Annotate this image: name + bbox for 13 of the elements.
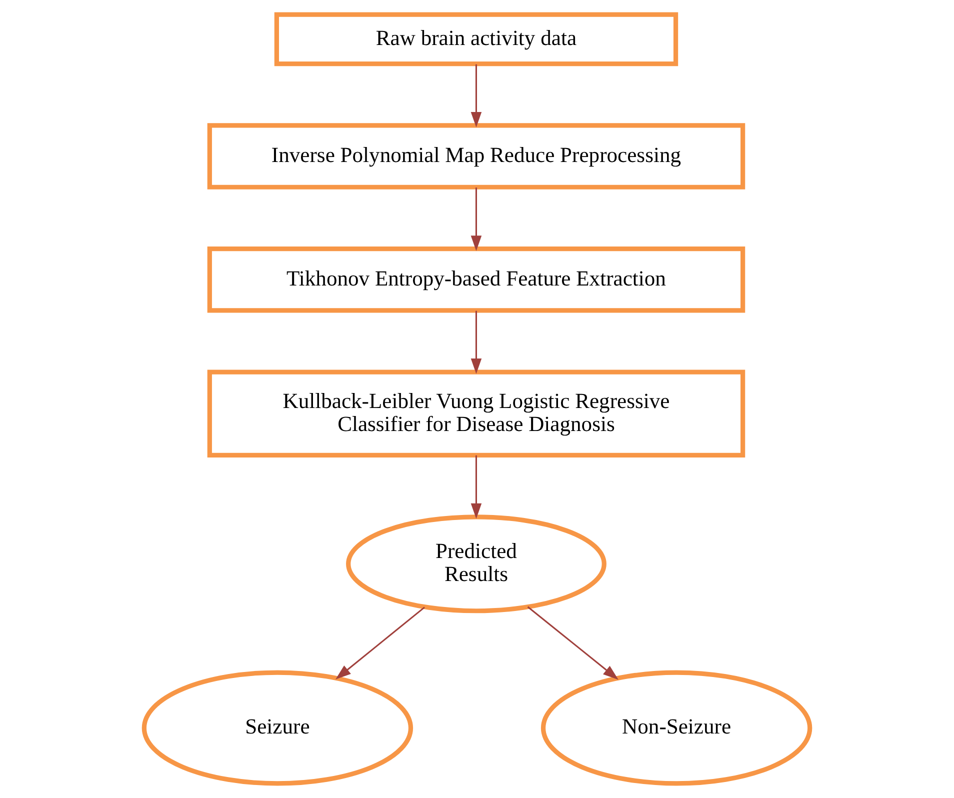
- arrow: [470, 455, 482, 519]
- node-box: Inverse Polynomial Map Reduce Preprocessing: [207, 123, 746, 190]
- arrow: [470, 64, 482, 128]
- node-ellipse: Predicted Results: [346, 514, 606, 614]
- arrow: [336, 606, 425, 680]
- arrow: [470, 188, 482, 251]
- node-box: Raw brain activity data: [274, 12, 678, 66]
- arrow: [470, 310, 482, 374]
- arrow: [527, 606, 618, 680]
- node-ellipse: Non-Seizure: [540, 670, 812, 786]
- node-box: Tikhonov Entropy-based Feature Extraction: [207, 246, 746, 313]
- node-box: Kullback-Leibler Vuong Logistic Regressive Classifier for Disease Diagnosis: [207, 370, 746, 458]
- node-ellipse: Seizure: [142, 670, 414, 786]
